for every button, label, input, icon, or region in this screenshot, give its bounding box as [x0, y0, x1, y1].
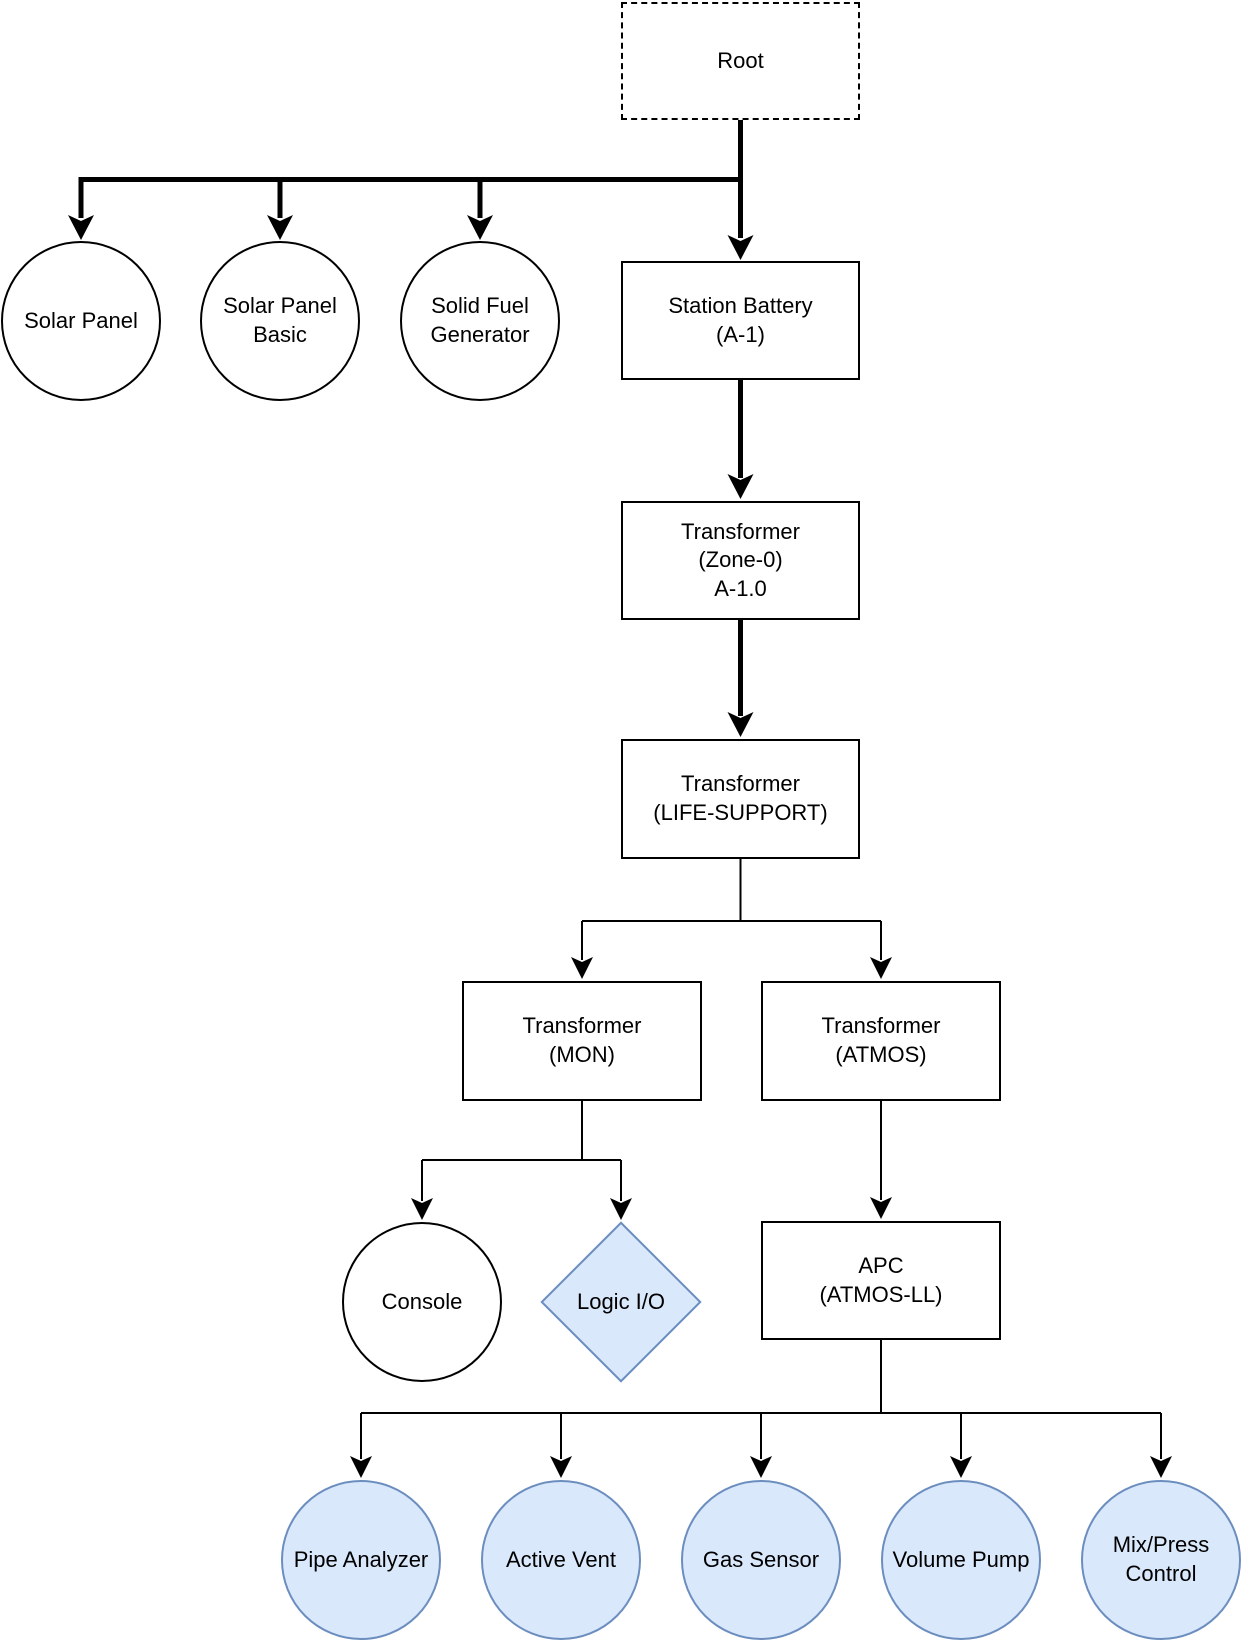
node-logic-io: Logic I/O	[539, 1221, 703, 1383]
arrowhead-solar-panel	[68, 215, 94, 240]
node-volume-pump-label: Volume Pump	[892, 1546, 1030, 1572]
arrowhead-pipe-analyzer	[350, 1456, 372, 1478]
node-apc-atmos-ll-label: APC (ATMOS-LL)	[819, 1252, 943, 1307]
arrowhead-solid-fuel-generator	[467, 215, 493, 240]
node-pipe-analyzer: Pipe Analyzer	[281, 1480, 441, 1640]
node-apc-atmos-ll: APC (ATMOS-LL)	[761, 1221, 1001, 1340]
node-root-label: Root	[717, 47, 764, 73]
arrowhead-life-support	[727, 712, 754, 737]
arrowhead-logic-io	[610, 1198, 632, 1220]
arrowhead-apc	[870, 1197, 892, 1219]
node-root: Root	[621, 2, 860, 120]
node-transformer-mon: Transformer (MON)	[462, 981, 702, 1101]
node-transformer-life-support: Transformer (LIFE-SUPPORT)	[621, 739, 860, 859]
arrowhead-battery	[727, 235, 754, 260]
node-solid-fuel-generator-label: Solid Fuel Generator	[430, 293, 530, 347]
node-console: Console	[342, 1222, 502, 1382]
arrowhead-mon	[571, 957, 593, 979]
node-solar-panel: Solar Panel	[1, 241, 161, 401]
node-station-battery-label: Station Battery (A-1)	[668, 292, 813, 347]
node-station-battery: Station Battery (A-1)	[621, 261, 860, 380]
arrowhead-solar-panel-basic	[267, 215, 293, 240]
node-transformer-atmos: Transformer (ATMOS)	[761, 981, 1001, 1101]
node-solar-panel-label: Solar Panel	[24, 307, 138, 333]
arrowhead-mix-press-control	[1150, 1456, 1172, 1478]
trunk-edges	[68, 120, 754, 737]
arrowhead-gas-sensor	[750, 1456, 772, 1478]
node-active-vent-label: Active Vent	[505, 1546, 617, 1572]
node-gas-sensor-label: Gas Sensor	[702, 1546, 820, 1572]
arrowhead-console	[411, 1198, 433, 1220]
branch-edges	[350, 859, 1172, 1478]
node-solar-panel-basic-label: Solar Panel Basic	[223, 293, 337, 347]
node-volume-pump: Volume Pump	[881, 1480, 1041, 1640]
node-gas-sensor: Gas Sensor	[681, 1480, 841, 1640]
node-solar-panel-basic: Solar Panel Basic	[200, 241, 360, 401]
node-console-label: Console	[381, 1288, 463, 1314]
arrowhead-atmos	[870, 957, 892, 979]
node-mix-press-control-label: Mix/Press Control	[1112, 1532, 1210, 1586]
arrowhead-active-vent	[550, 1456, 572, 1478]
node-transformer-zone0: Transformer (Zone-0) A-1.0	[621, 501, 860, 620]
node-solid-fuel-generator: Solid Fuel Generator	[400, 241, 560, 401]
node-transformer-mon-label: Transformer (MON)	[522, 1013, 642, 1067]
node-transformer-zone0-label: Transformer (Zone-0) A-1.0	[681, 518, 800, 601]
arrowhead-zone0	[727, 474, 754, 499]
arrowhead-volume-pump	[950, 1456, 972, 1478]
node-mix-press-control: Mix/Press Control	[1081, 1480, 1241, 1640]
node-transformer-atmos-label: Transformer (ATMOS)	[821, 1013, 941, 1067]
node-active-vent: Active Vent	[481, 1480, 641, 1640]
node-logic-io-label: Logic I/O	[576, 1288, 666, 1314]
node-transformer-life-support-label: Transformer (LIFE-SUPPORT)	[653, 771, 828, 825]
node-pipe-analyzer-label: Pipe Analyzer	[293, 1546, 429, 1572]
